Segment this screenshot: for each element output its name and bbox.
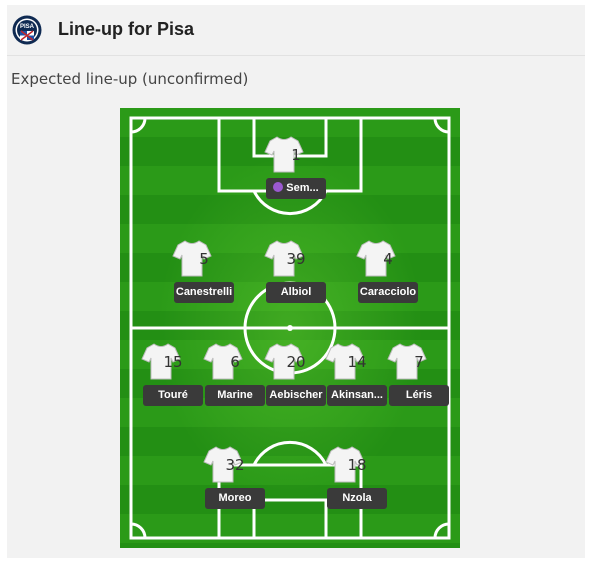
player-name: Caracciolo <box>358 282 418 303</box>
shirt-icon <box>264 240 304 277</box>
player-name: Akinsan... <box>327 385 387 406</box>
player-defender[interactable]: 5 Canestrelli <box>172 238 236 318</box>
football-pitch: 1 Sem... 5 Canestrelli 39 Albiol 4 Carac… <box>120 108 460 548</box>
shirt-icon <box>325 446 365 483</box>
player-name: Marine <box>205 385 265 406</box>
player-midfielder[interactable]: 14 Akinsan... <box>325 341 389 421</box>
player-name: Sem... <box>266 178 326 199</box>
player-defender[interactable]: 4 Caracciolo <box>356 238 420 318</box>
player-name: Touré <box>143 385 203 406</box>
player-name: Canestrelli <box>174 282 234 303</box>
shirt-number: 5 <box>199 250 209 268</box>
shirt-icon <box>203 343 243 380</box>
player-forward[interactable]: 32 Moreo <box>203 444 267 524</box>
shirt-number: 18 <box>347 456 367 474</box>
shirt-number: 32 <box>225 456 245 474</box>
shirt-icon <box>141 343 181 380</box>
team-crest-icon: PISA <box>12 15 42 45</box>
page-title: Line-up for Pisa <box>58 19 195 39</box>
player-defender[interactable]: 39 Albiol <box>264 238 328 318</box>
goalkeeper-glove-icon <box>273 182 284 192</box>
shirt-icon <box>325 343 365 380</box>
player-forward[interactable]: 18 Nzola <box>325 444 389 524</box>
shirt-icon <box>356 240 396 277</box>
shirt-number: 20 <box>286 353 306 371</box>
shirt-number: 1 <box>291 146 301 164</box>
player-midfielder[interactable]: 20 Aebischer <box>264 341 328 421</box>
shirt-icon <box>387 343 427 380</box>
shirt-icon <box>264 343 304 380</box>
player-name: Albiol <box>266 282 326 303</box>
shirt-number: 39 <box>286 250 306 268</box>
player-midfielder[interactable]: 7 Léris <box>387 341 451 421</box>
shirt-number: 15 <box>163 353 183 371</box>
lineup-header: PISA Line-up for Pisa <box>7 5 585 56</box>
shirt-icon <box>203 446 243 483</box>
player-name: Moreo <box>205 488 265 509</box>
player-name: Aebischer <box>266 385 326 406</box>
logo-text: PISA <box>20 24 35 30</box>
player-name: Léris <box>389 385 449 406</box>
shirt-icon <box>172 240 212 277</box>
player-name-text: Sem... <box>286 182 319 194</box>
player-goalkeeper[interactable]: 1 Sem... <box>264 134 328 214</box>
shirt-number: 7 <box>414 353 424 371</box>
shirt-number: 4 <box>383 250 393 268</box>
lineup-status: Expected line-up (unconfirmed) <box>11 70 249 88</box>
shirt-icon <box>264 136 304 173</box>
shirt-number: 14 <box>347 353 367 371</box>
player-midfielder[interactable]: 6 Marine <box>203 341 267 421</box>
shirt-number: 6 <box>230 353 240 371</box>
player-midfielder[interactable]: 15 Touré <box>141 341 205 421</box>
player-name: Nzola <box>327 488 387 509</box>
